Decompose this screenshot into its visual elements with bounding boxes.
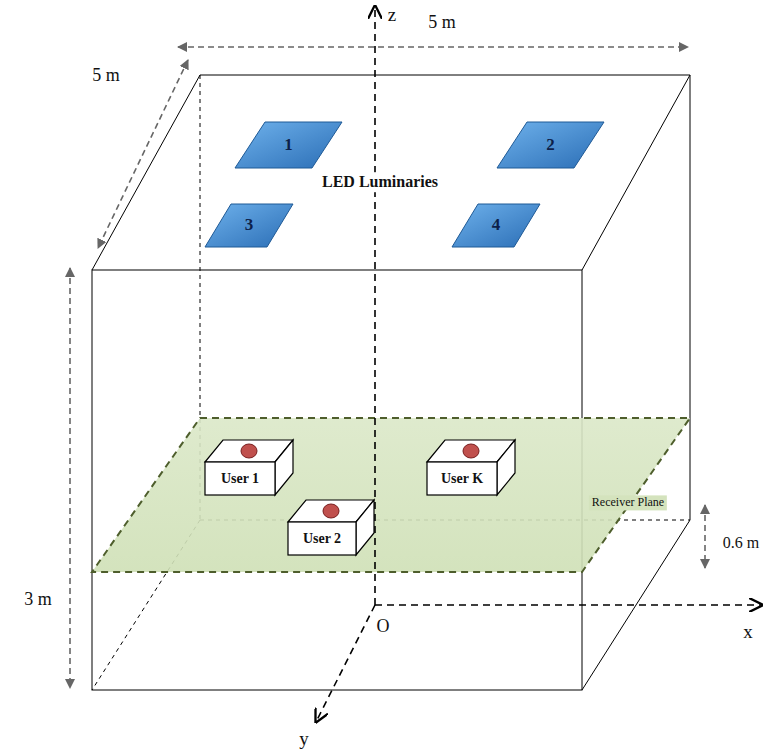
- room-box: [92, 75, 690, 690]
- axis-name: y: [299, 729, 309, 750]
- luminaire-panel: [452, 204, 540, 247]
- plane-height-dimension: [704, 505, 706, 568]
- luminaire-panel: [497, 122, 604, 168]
- photodetector: [323, 504, 339, 518]
- box-side-face: [497, 440, 515, 495]
- luminaire-panel: [235, 122, 342, 168]
- luminaire-number: 3: [245, 216, 254, 235]
- user-label: User K: [441, 471, 483, 486]
- plane-label: Receiver Plane: [589, 495, 667, 510]
- axes: [316, 6, 762, 722]
- photodetector: [241, 444, 257, 458]
- dimension-label: 5 m: [92, 66, 120, 86]
- room-edge: [582, 75, 690, 270]
- room-edge: [690, 75, 691, 520]
- led-luminaire: 1: [235, 122, 342, 168]
- room-edge: [92, 75, 200, 270]
- y-axis: [316, 605, 375, 722]
- box-front-face: [288, 522, 356, 555]
- luminaire-number: 1: [284, 136, 293, 155]
- dimension-label: 5 m: [428, 13, 456, 33]
- origin-label: O: [377, 617, 390, 637]
- box-side-face: [275, 440, 293, 495]
- user-terminal: User K: [427, 462, 497, 495]
- axis-name: z: [388, 5, 396, 26]
- user-label: User 1: [221, 471, 259, 486]
- led-luminaire: 4: [452, 204, 540, 247]
- dimension-label: 3 m: [24, 590, 52, 610]
- led-luminaire: 3: [205, 204, 293, 247]
- depth-dimension: [98, 60, 188, 248]
- box-side-face: [356, 500, 374, 555]
- box-front-face: [205, 462, 275, 495]
- width-dimension: [178, 46, 688, 48]
- luminaire-group-label: LED Luminaries: [319, 172, 441, 192]
- photodetector: [463, 444, 479, 458]
- user-label: User 2: [303, 531, 341, 546]
- axis-name: x: [743, 622, 753, 643]
- luminaire-number: 4: [492, 216, 501, 235]
- luminaire-number: 2: [546, 136, 555, 155]
- dimension-lines: [70, 47, 705, 688]
- led-luminaire: 2: [497, 122, 604, 168]
- room-edge: [200, 75, 690, 76]
- receiver-plane: [92, 418, 690, 572]
- user-terminal: User 1: [205, 462, 275, 495]
- height-dimension: [69, 268, 71, 688]
- luminaire-panel: [205, 204, 293, 247]
- x-axis: [375, 604, 762, 606]
- box-front-face: [427, 462, 497, 495]
- user-terminal: User 2: [288, 522, 356, 555]
- dimension-label: 0.6 m: [723, 534, 759, 552]
